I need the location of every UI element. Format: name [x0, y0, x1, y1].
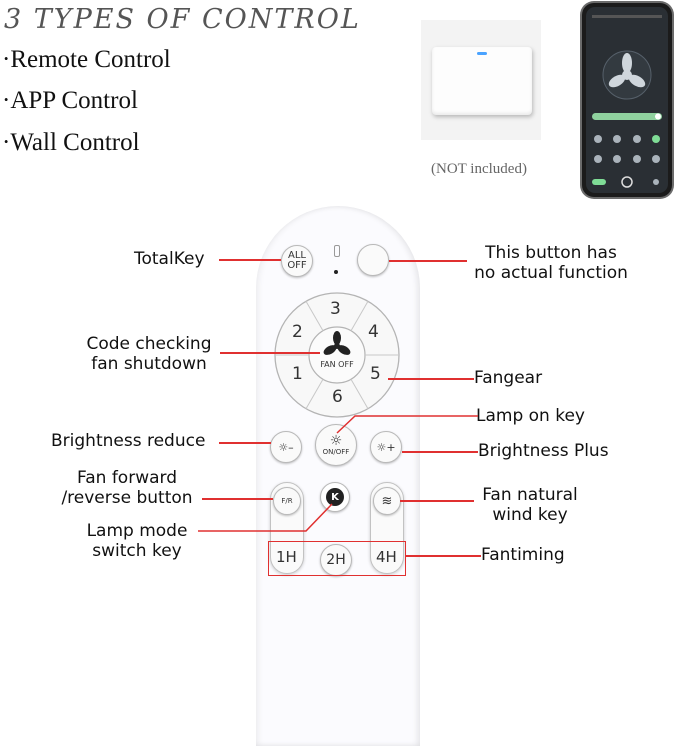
not-included-note: (NOT included) [431, 161, 527, 177]
speed-button-4[interactable]: 4 [368, 322, 379, 342]
callout-fantiming: Fantiming [481, 545, 565, 565]
callout-line-natural-wind [400, 500, 474, 502]
callout-line-fantiming [406, 555, 481, 557]
ir-sensor-dot [334, 270, 338, 274]
callout-brightness-reduce: Brightness reduce [51, 431, 206, 451]
callout-line-lamp-on [336, 415, 478, 434]
fan-reverse-button[interactable]: F/R [273, 487, 301, 515]
callout-line-code-check [220, 352, 320, 354]
timer-4h-button[interactable]: 4H [376, 548, 397, 566]
moon-k-icon: K [326, 488, 344, 506]
control-type-wall: ·Wall Control [2, 129, 140, 156]
callout-brightness-plus: Brightness Plus [478, 441, 609, 461]
bulb-icon: ☼ [329, 433, 343, 449]
wall-switch-led [477, 52, 487, 55]
callout-line-no-function [389, 260, 467, 262]
all-off-button[interactable]: ALL OFF [281, 245, 313, 277]
lamp-mode-button[interactable]: K [320, 482, 350, 512]
remote-body [256, 206, 420, 746]
page-title: 3 TYPES OF CONTROL [4, 4, 361, 35]
phone-screen [586, 7, 668, 193]
phone-app-image [582, 3, 672, 197]
callout-lamp-on: Lamp on key [476, 406, 585, 426]
wind-icon: ≋ [381, 493, 393, 509]
callout-line-brightness-reduce [219, 442, 271, 444]
timer-2h-label: 2H [326, 552, 346, 568]
control-type-remote: ·Remote Control [2, 46, 171, 73]
timer-1h-button[interactable]: 1H [276, 548, 297, 566]
control-type-app: ·APP Control [2, 87, 138, 114]
app-screen-graphic [592, 15, 662, 188]
callout-line-brightness-plus [402, 451, 478, 453]
natural-wind-button[interactable]: ≋ [373, 487, 401, 515]
fantiming-highlight-box [268, 541, 406, 576]
brightness-minus-button[interactable]: ☼– [270, 431, 302, 463]
wall-switch-plate [432, 47, 532, 115]
callout-line-fangear [388, 378, 474, 380]
callout-total-key: TotalKey [134, 249, 205, 269]
on-off-label: ON/OFF [322, 448, 350, 456]
all-off-label: ALL OFF [287, 250, 307, 271]
callout-fangear: Fangear [474, 368, 543, 388]
brightness-plus-button[interactable]: ☼+ [370, 431, 402, 463]
no-function-button[interactable] [357, 244, 389, 276]
sun-minus-icon: ☼– [278, 440, 294, 454]
fan-icon [323, 331, 351, 355]
fan-off-label: FAN OFF [320, 360, 354, 369]
speed-button-1[interactable]: 1 [292, 364, 303, 384]
callout-line-fan-forward [202, 498, 273, 500]
indicator-led [334, 245, 340, 257]
lamp-on-off-button[interactable]: ☼ ON/OFF [315, 424, 357, 466]
timer-2h-button[interactable]: 2H [320, 544, 352, 576]
speed-button-5[interactable]: 5 [370, 364, 381, 384]
fan-off-button[interactable] [312, 333, 362, 375]
speed-dial [274, 292, 400, 418]
callout-line-total-key [219, 259, 281, 261]
speed-button-3[interactable]: 3 [330, 299, 341, 319]
speed-button-2[interactable]: 2 [292, 322, 303, 342]
fan-reverse-icon: F/R [281, 497, 293, 505]
sun-plus-icon: ☼+ [376, 440, 396, 454]
callout-line-lamp-mode [198, 503, 333, 532]
callout-fan-forward: Fan forward/reverse button [61, 468, 193, 508]
speed-button-6[interactable]: 6 [332, 387, 343, 407]
